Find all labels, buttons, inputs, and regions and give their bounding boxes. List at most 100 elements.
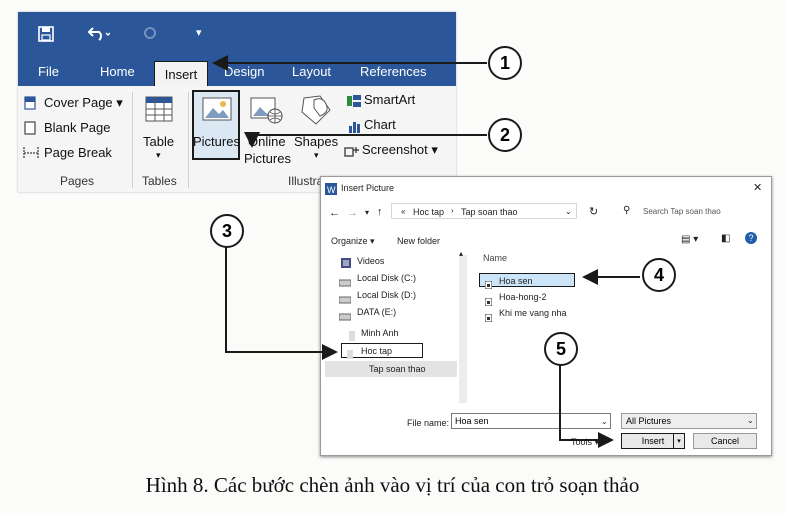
address-dropdown-icon[interactable]: ⌄ [565,207,572,216]
word-app-icon: W [325,182,337,200]
tab-insert[interactable]: Insert [154,61,208,87]
help-icon[interactable]: ? [745,232,757,244]
arrow-2 [244,132,487,148]
breadcrumb-item[interactable]: Hoc tap [413,207,445,217]
address-bar[interactable] [391,203,577,219]
search-placeholder: Search Tap soan thao [643,207,721,216]
blank-page-button[interactable]: Blank Page [44,120,111,135]
tables-group-label: Tables [142,174,177,188]
group-divider [132,92,133,188]
tab-file[interactable]: File [38,64,59,79]
redo-icon[interactable] [143,26,157,45]
nav-item-videos[interactable]: Videos [357,256,385,266]
pages-group-label: Pages [60,174,95,188]
file-type-label: All Pictures [626,416,672,426]
arrow-3 [225,246,338,360]
svg-text:W: W [327,185,336,195]
file-name-dropdown-icon[interactable]: ⌄ [601,417,608,426]
shapes-icon [300,94,332,131]
arrow-5 [559,364,614,448]
tab-references[interactable]: References [360,64,427,79]
step-3-callout: 3 [210,214,244,248]
tab-row [18,60,456,86]
file-name-label: File name: [407,418,450,428]
folder-icon [347,346,353,364]
step-4-callout: 4 [642,258,676,292]
forward-arrow-icon[interactable]: → [347,207,358,219]
column-header-name[interactable]: Name [483,253,508,263]
save-icon[interactable] [38,26,54,47]
chart-icon [348,120,362,138]
insert-picture-dialog: W Insert Picture ✕ ← → ▾ ↑ « Hoc tap › T… [320,176,772,456]
pictures-label: Pictures [193,134,240,149]
table-dropdown-icon[interactable]: ▾ [156,150,161,160]
file-type-dropdown-icon[interactable]: ⌄ [747,416,754,425]
nav-scrollbar[interactable] [459,255,467,403]
back-arrow-icon[interactable]: ← [329,207,340,219]
nav-selected-row [325,361,457,377]
tools-button[interactable]: Tools ▾ [571,437,600,447]
page-break-icon [22,146,40,165]
undo-icon[interactable] [87,25,111,46]
breadcrumb-chevron-icon: › [451,206,454,215]
nav-item-hoc-tap[interactable] [341,343,423,358]
recent-locations-icon[interactable]: ▾ [365,208,370,217]
step-2-callout: 2 [488,118,522,152]
videos-icon [341,255,351,273]
word-ribbon: ▾ File Home Insert Design Layout Referen… [18,12,456,192]
cancel-button[interactable]: Cancel [693,433,757,449]
view-options-icon[interactable]: ▤ ▾ [681,234,699,245]
search-icon: ⚲ [623,205,631,216]
file-item-hoa-sen[interactable] [479,273,575,287]
organize-button[interactable]: Organize ▾ [331,236,375,246]
online-pictures-icon [250,97,284,130]
nav-item-local-disk-c[interactable]: Local Disk (C:) [357,273,417,283]
blank-page-icon [24,121,36,140]
customize-quick-access-icon[interactable]: ▾ [196,27,202,39]
folder-icon [349,328,355,346]
file-item-khi-me-vang-nha[interactable]: Khi me vang nha [499,308,567,318]
nav-item-tap-soan-thao[interactable]: Tap soan thao [369,364,426,374]
page-break-button[interactable]: Page Break [44,145,112,160]
breadcrumb-item[interactable]: Tap soan thao [461,207,518,217]
tools-label: Tools [571,437,593,447]
file-item-hoa-hong-2[interactable]: Hoa-hong-2 [499,292,547,302]
dialog-title: Insert Picture [341,183,395,193]
nav-item-minh-anh[interactable]: Minh Anh [361,328,399,338]
refresh-icon[interactable]: ↻ [589,206,599,218]
preview-pane-icon[interactable]: ◧ [721,233,731,244]
group-divider [188,92,189,188]
new-folder-button[interactable]: New folder [397,236,441,246]
tab-design[interactable]: Design [224,64,265,79]
pictures-icon [202,97,232,128]
nav-item-local-disk-d[interactable]: Local Disk (D:) [357,290,417,300]
up-arrow-icon[interactable]: ↑ [377,206,383,218]
close-icon[interactable]: ✕ [753,182,763,194]
insert-label: Insert [641,436,665,446]
cover-page-button[interactable]: Cover Page ▾ [44,95,123,110]
insert-dropdown-icon[interactable]: ▾ [673,433,685,449]
figure-caption: Hình 8. Các bước chèn ảnh vào vị trí của… [145,473,640,497]
cancel-label: Cancel [710,436,739,446]
shapes-button[interactable]: Shapes [294,134,339,149]
organize-label: Organize [331,236,368,246]
screenshot-label: Screenshot [362,142,428,157]
cover-page-icon [24,96,36,115]
breadcrumb-separator-icon: « [401,207,406,216]
table-button[interactable]: Table [143,134,175,149]
file-name-input[interactable] [451,413,611,429]
shapes-dropdown-icon[interactable]: ▾ [314,150,319,160]
smartart-button[interactable]: SmartArt [364,92,416,107]
tab-layout[interactable]: Layout [292,64,332,79]
cover-page-label: Cover Page [44,95,113,110]
file-type-select[interactable]: All Pictures [621,413,757,429]
scroll-up-icon[interactable]: ▴ [459,249,464,258]
title-bar: ▾ [18,12,456,60]
screenshot-button[interactable]: Screenshot ▾ [362,142,438,157]
tab-home[interactable]: Home [100,64,135,79]
nav-item-data-e[interactable]: DATA (E:) [357,307,397,317]
step-5-callout: 5 [544,332,578,366]
chart-button[interactable]: Chart [364,117,396,132]
file-name-hoa-sen: Hoa sen [499,276,533,286]
